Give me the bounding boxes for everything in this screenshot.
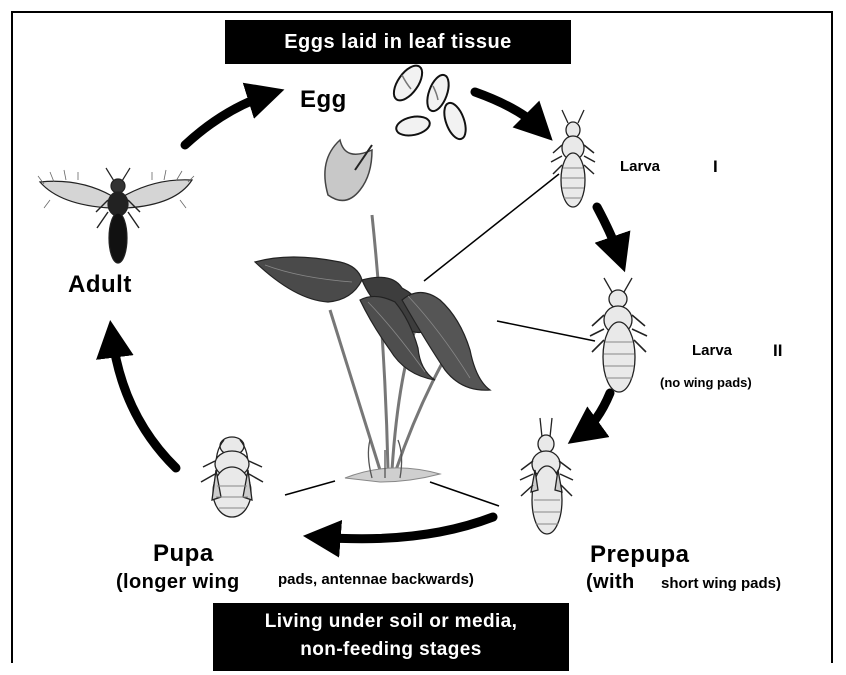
arrow-prepupa-to-pupa	[318, 517, 493, 539]
pupa-note-start: (longer wing	[116, 571, 240, 594]
prepupa-icon	[520, 418, 573, 534]
larva-1-label: Larva	[620, 158, 660, 175]
top-banner: Eggs laid in leaf tissue	[225, 20, 571, 64]
anthurium-plant-icon	[255, 140, 490, 482]
bottom-banner-line-1: Living under soil or media,	[213, 608, 569, 636]
pupa-icon	[201, 437, 263, 517]
arrow-larva2-to-prepupa	[580, 393, 610, 435]
arrow-larva1-to-larva2	[597, 207, 620, 258]
larva-1-icon	[551, 110, 595, 207]
egg-label: Egg	[300, 86, 347, 114]
larva-2-label: Larva	[692, 342, 732, 359]
prepupa-note-end: short wing pads)	[661, 575, 781, 592]
larva-2-note: (no wing pads)	[660, 375, 752, 390]
pupa-note-end: pads, antennae backwards)	[278, 571, 474, 588]
egg-cluster-icon	[388, 61, 470, 142]
larva-1-numeral: I	[713, 157, 718, 177]
larva-2-numeral: II	[773, 341, 782, 361]
arrow-adult-to-egg	[185, 94, 270, 145]
prepupa-note-start: (with	[586, 571, 635, 594]
arrow-egg-to-larva1	[475, 92, 542, 130]
prepupa-label: Prepupa	[590, 541, 690, 569]
arrow-pupa-to-adult	[112, 335, 176, 468]
adult-label: Adult	[68, 271, 132, 299]
bottom-banner-line-2: non-feeding stages	[213, 636, 569, 664]
pupa-label: Pupa	[153, 540, 214, 568]
bottom-banner: Living under soil or media, non-feeding …	[213, 603, 569, 671]
larva-2-icon	[590, 278, 647, 392]
adult-thrips-icon	[38, 168, 194, 263]
